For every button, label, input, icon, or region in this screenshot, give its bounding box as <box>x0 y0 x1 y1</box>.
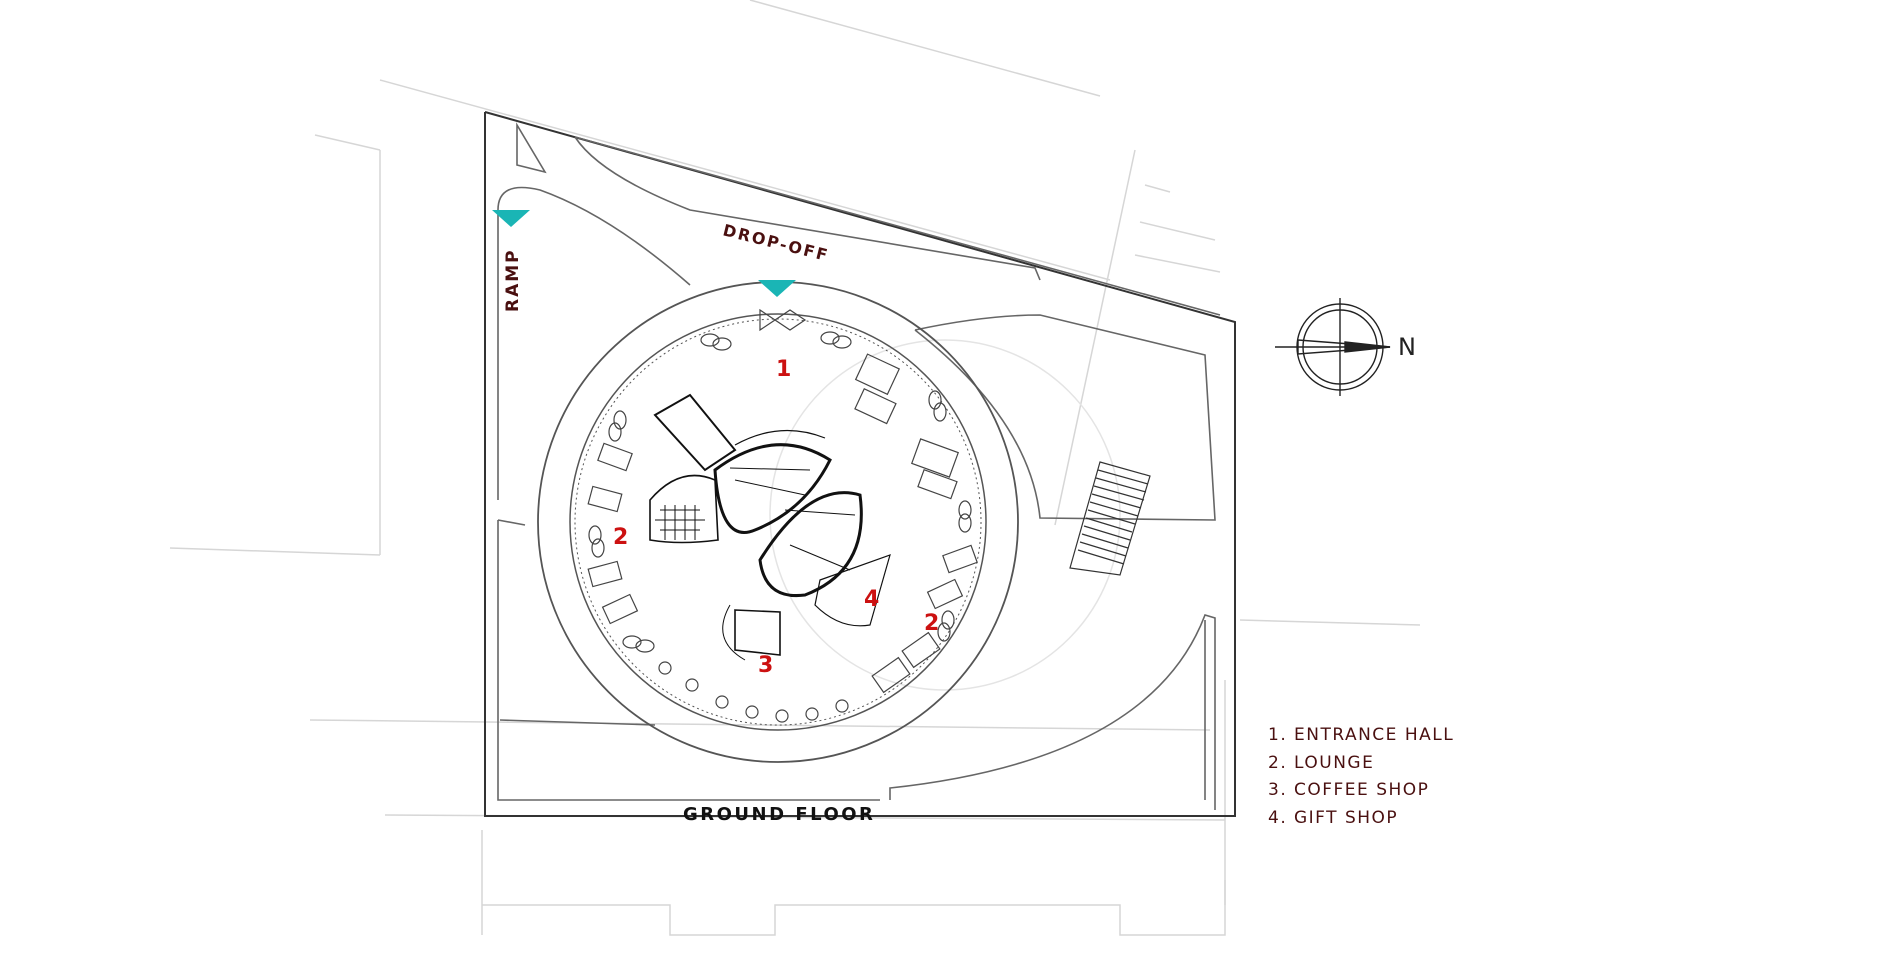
stair-block <box>1069 461 1151 576</box>
legend-label: GIFT SHOP <box>1294 807 1399 828</box>
legend-number: 1. <box>1268 725 1288 745</box>
room-marker-gift-shop: 4 <box>864 587 879 612</box>
ramp-label: RAMP <box>503 248 523 312</box>
road-lines <box>497 122 1221 810</box>
legend-label: ENTRANCE HALL <box>1294 725 1455 745</box>
ground-floor-label: GROUND FLOOR <box>683 804 875 825</box>
legend-number: 4. <box>1268 807 1288 828</box>
legend-label: COFFEE SHOP <box>1294 780 1430 800</box>
tower-core <box>649 393 891 661</box>
context-lines <box>169 0 1421 936</box>
legend-label: LOUNGE <box>1294 752 1375 773</box>
legend-row: 2. LOUNGE <box>1268 750 1454 778</box>
legend: 1. ENTRANCE HALL 2. LOUNGE 3. COFFEE SHOP 4… <box>1268 722 1454 832</box>
legend-number: 2. <box>1268 752 1288 773</box>
entrance-arrow-icon <box>758 280 796 297</box>
room-marker-coffee-shop: 3 <box>758 653 773 678</box>
legend-row: 1. ENTRANCE HALL <box>1268 722 1454 750</box>
core-detail <box>655 467 856 571</box>
legend-number: 3. <box>1268 780 1288 800</box>
room-marker-lounge-west: 2 <box>613 525 628 550</box>
drop-off-label: DROP-OFF <box>721 220 831 265</box>
room-marker-entrance-hall: 1 <box>776 357 791 382</box>
legend-row: 4. GIFT SHOP <box>1268 805 1454 833</box>
room-marker-lounge-east: 2 <box>924 611 939 636</box>
north-arrow-icon <box>1275 298 1391 396</box>
legend-row: 3. COFFEE SHOP <box>1268 777 1454 805</box>
north-label: N <box>1398 333 1416 361</box>
furniture <box>587 308 978 723</box>
entrance-arrow-icon <box>492 210 530 227</box>
site-boundary <box>484 111 1236 817</box>
